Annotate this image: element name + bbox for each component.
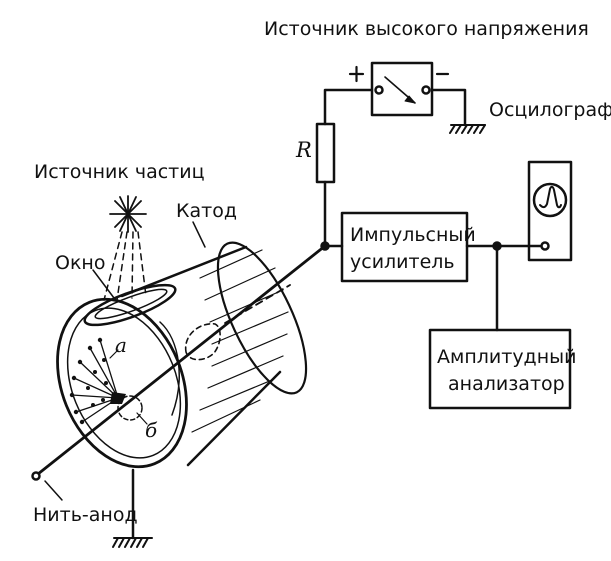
- leader-cathode: [192, 221, 206, 248]
- point-b-label: б: [145, 418, 158, 442]
- hv-terminal-plus: [374, 85, 384, 95]
- anode-wire-label: Нить-анод: [33, 504, 138, 526]
- cathode-cylinder: [56, 241, 308, 469]
- insulator-dashed: [184, 323, 221, 361]
- leader-b: [136, 412, 148, 425]
- analyzer-label-line2: анализатор: [448, 373, 565, 395]
- wire-minus: [430, 88, 467, 127]
- particle-source-label: Источник частиц: [34, 161, 205, 183]
- star-burst-icon: [109, 195, 147, 233]
- anode-wire: [36, 244, 327, 476]
- oscillograph-terminal: [540, 241, 550, 251]
- anode-terminal: [31, 471, 41, 481]
- resistor: [315, 122, 336, 184]
- analyzer-box: [428, 328, 572, 410]
- oscillograph-label: Осцилограф: [489, 99, 611, 121]
- ionization-region-b: [117, 395, 143, 421]
- point-a-label: а: [115, 333, 127, 357]
- amplifier-label-line1: Импульсный: [350, 224, 476, 246]
- hv-terminal-minus: [421, 85, 431, 95]
- oscillograph-screen: [532, 182, 568, 218]
- leader-anode: [44, 480, 63, 501]
- hv-source-label: Источник высокого напряжения: [264, 18, 589, 40]
- ground-icon-2: [112, 537, 153, 548]
- window-label: Окно: [55, 252, 105, 274]
- amplifier-label-line2: усилитель: [350, 251, 455, 273]
- oscillograph-box: [527, 160, 573, 262]
- leader-a: [109, 349, 119, 359]
- sine-wave-icon: [539, 185, 562, 209]
- window-slot: [83, 283, 177, 327]
- avalanche-arrows: [71, 339, 119, 423]
- analyzer-label-line1: Амплитудный: [437, 346, 576, 368]
- leader-window: [92, 269, 118, 303]
- resistor-label: R: [295, 138, 312, 162]
- cathode-label: Катод: [176, 200, 237, 222]
- avalanche-dots: [69, 337, 126, 425]
- ground-icon: [449, 124, 486, 134]
- wire-plus: [323, 88, 374, 126]
